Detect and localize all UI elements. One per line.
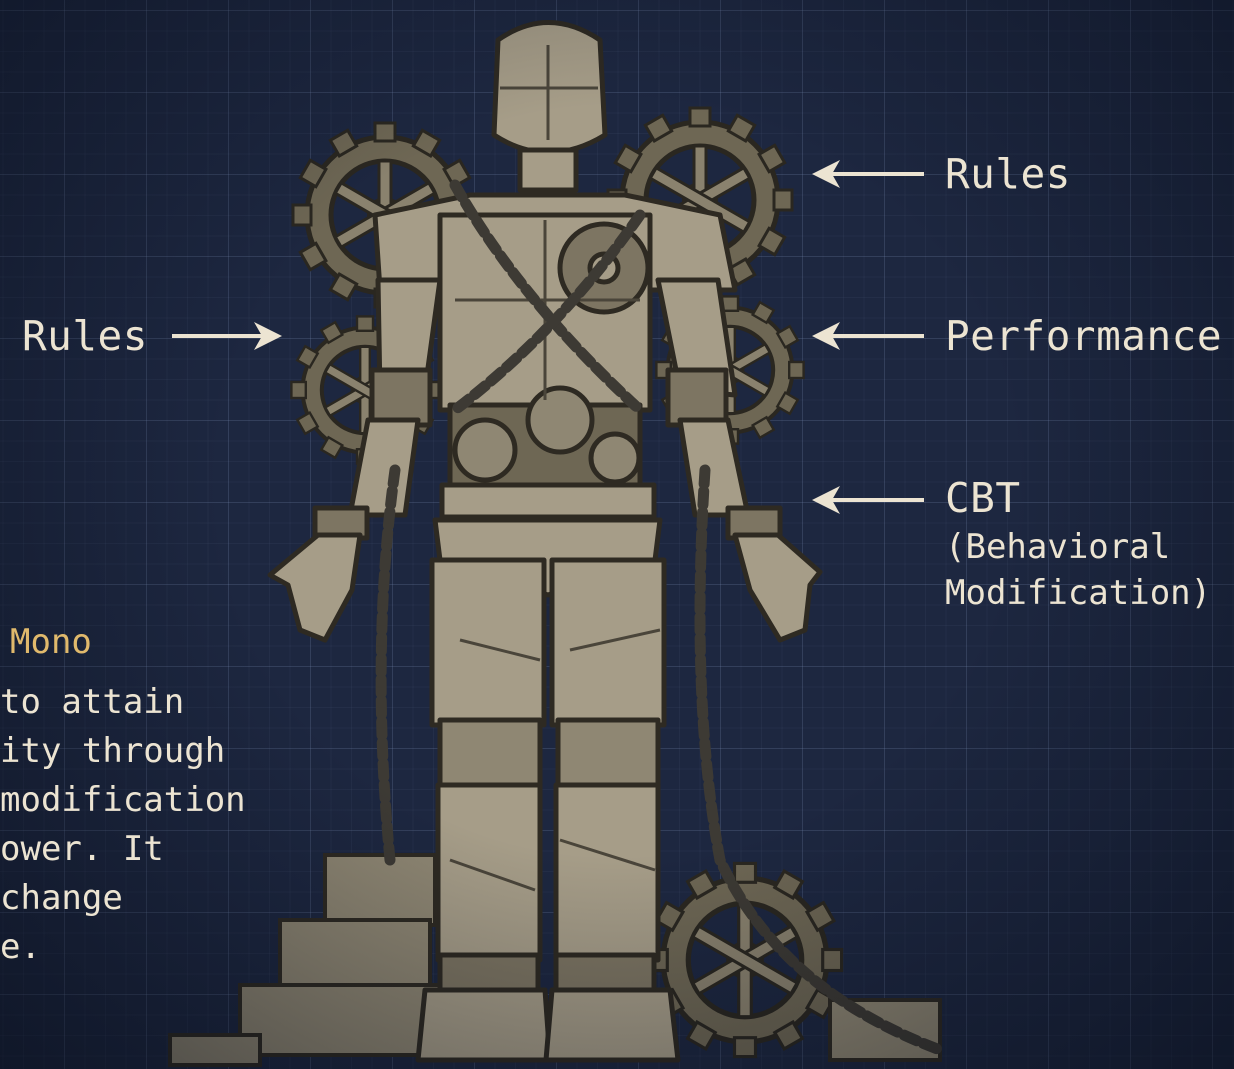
- arrow-left-icon: [808, 154, 928, 194]
- label-right-performance: Performance: [945, 316, 1222, 357]
- side-note-text: to attain ity through modification ower.…: [0, 678, 246, 972]
- label-right-cbt-sub: (Behavioral Modification): [945, 524, 1211, 616]
- side-note-heading: Mono: [10, 622, 92, 662]
- label-left-rules: Rules: [22, 316, 148, 357]
- label-right-rules: Rules: [945, 154, 1071, 195]
- label-right-cbt: CBT: [945, 478, 1021, 519]
- arrow-left-icon: [808, 316, 928, 356]
- arrow-right-icon: [168, 316, 288, 356]
- arrow-left-icon: [808, 480, 928, 520]
